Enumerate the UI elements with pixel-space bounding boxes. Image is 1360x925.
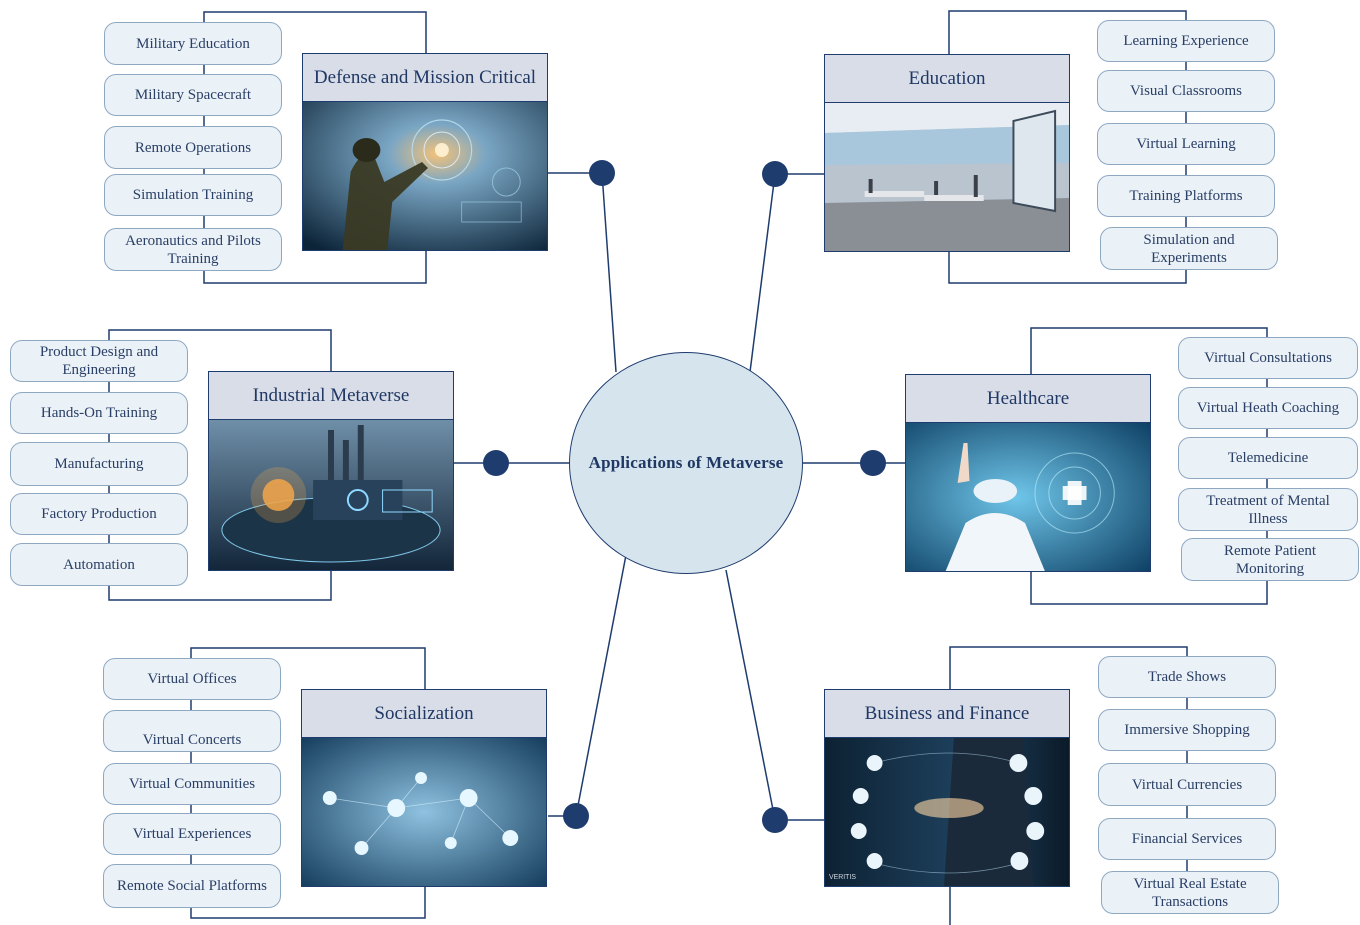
industrial-title: Industrial Metaverse [209,372,453,420]
socialization-title: Socialization [302,690,546,738]
healthcare-card: Healthcare [905,374,1151,572]
connector-dot-industrial [483,450,509,476]
defense-card: Defense and Mission Critical [302,53,548,251]
business-image: VERITIS [825,738,1069,886]
industrial-item-1: Product Design and Engineering [10,340,188,382]
industrial-item-3: Manufacturing [10,442,188,486]
defense-item-4: Simulation Training [104,174,282,216]
connector-dot-defense [589,160,615,186]
industrial-card: Industrial Metaverse [208,371,454,571]
business-item-1: Trade Shows [1098,656,1276,698]
education-title: Education [825,55,1069,103]
education-item-3: Virtual Learning [1097,123,1275,165]
education-item-1: Learning Experience [1097,20,1275,62]
healthcare-item-1: Virtual Consultations [1178,337,1358,379]
socialization-item-1: Virtual Offices [103,658,281,700]
socialization-item-5: Remote Social Platforms [103,864,281,908]
industrial-item-4: Factory Production [10,493,188,535]
defense-item-5: Aeronautics and Pilots Training [104,228,282,271]
connector-dot-business [762,807,788,833]
connector-dot-socialization [563,803,589,829]
business-title: Business and Finance [825,690,1069,738]
education-card: Education [824,54,1070,252]
defense-title: Defense and Mission Critical [303,54,547,102]
socialization-card: Socialization [301,689,547,887]
industrial-image [209,420,453,570]
business-card: Business and Finance VERITIS [824,689,1070,887]
veritis-watermark: VERITIS [829,874,856,881]
industrial-item-2: Hands-On Training [10,392,188,434]
socialization-image [302,738,546,886]
socialization-item-4: Virtual Experiences [103,813,281,855]
connector-dot-healthcare [860,450,886,476]
business-item-5: Virtual Real Estate Transactions [1101,871,1279,914]
center-node: Applications of Metaverse [569,352,803,574]
business-item-4: Financial Services [1098,818,1276,860]
center-label: Applications of Metaverse [588,453,784,472]
healthcare-title: Healthcare [906,375,1150,423]
healthcare-item-5: Remote Patient Monitoring [1181,538,1359,581]
defense-image [303,102,547,250]
education-image [825,103,1069,251]
business-item-2: Immersive Shopping [1098,709,1276,751]
connector-dot-education [762,161,788,187]
healthcare-item-4: Treatment of Mental Illness [1178,488,1358,531]
industrial-item-5: Automation [10,543,188,586]
education-item-2: Visual Classrooms [1097,70,1275,112]
socialization-item-2: Virtual Concerts [103,710,281,752]
education-item-5: Simulation and Experiments [1100,227,1278,270]
defense-item-2: Military Spacecraft [104,74,282,116]
healthcare-image [906,423,1150,571]
healthcare-item-2: Virtual Heath Coaching [1178,387,1358,429]
education-item-4: Training Platforms [1097,175,1275,217]
defense-item-1: Military Education [104,22,282,65]
defense-item-3: Remote Operations [104,126,282,169]
healthcare-item-3: Telemedicine [1178,437,1358,479]
socialization-item-3: Virtual Communities [103,763,281,805]
business-item-3: Virtual Currencies [1098,763,1276,806]
